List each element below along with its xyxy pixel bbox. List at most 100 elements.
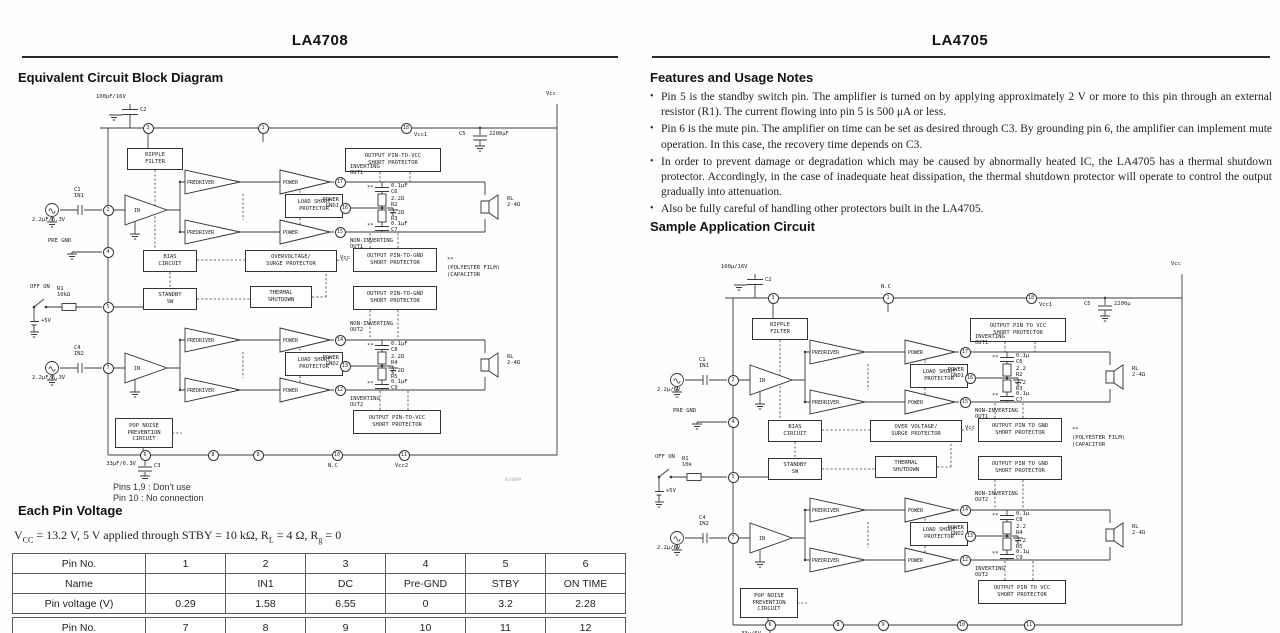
- r5-label: 2.2Ω R5: [391, 368, 405, 381]
- power-gnd2-label: POWER GND2: [947, 525, 964, 538]
- standby-sw-block: STANDBY SW: [768, 458, 822, 480]
- wires-svg-la4705: IN PREDRIVER PREDRIVER POWER POWER IN PR…: [655, 274, 1183, 633]
- pin-6: 6: [139, 449, 151, 461]
- vcc-label: Vcc: [1171, 261, 1181, 267]
- pin-13: 13: [339, 360, 351, 372]
- output-pin-to-gnd-protector-block-2: OUTPUT PIN-TO-GND SHORT PROTECTOR: [353, 286, 437, 310]
- thermal-shutdown-block: THERMAL SHUTDOWN: [250, 286, 312, 308]
- cell: 9: [305, 617, 386, 633]
- output-pin-to-gnd-protector-block-1: OUTPUT PIN TO GND SHORT PROTECTOR: [978, 418, 1062, 442]
- c4-in2-label: C4 IN2: [699, 515, 709, 528]
- bullet-text: Also be fully careful of handling other …: [661, 203, 984, 216]
- c5-label: C5: [1084, 301, 1091, 307]
- film-cap-marker-1: **: [367, 185, 374, 191]
- c1-in1-label: C1 IN1: [699, 357, 709, 370]
- pin-5: 5: [727, 471, 739, 483]
- c5-value-label: 2200μ: [1114, 301, 1131, 307]
- c6-label: 0.1μF C6: [391, 183, 408, 196]
- r5-label: 2.2 R5: [1016, 538, 1026, 551]
- bullet-text: In order to prevent damage or degradatio…: [661, 155, 1272, 199]
- pre-gnd-label: PRE GND: [673, 408, 697, 414]
- cell: 0: [385, 593, 466, 614]
- wires-svg-la4708: IN PREDRIVER PREDRIVER POWER POWER IN PR…: [30, 104, 558, 480]
- cell-pin-no-header: Pin No.: [12, 553, 146, 574]
- noninverting-out1-label: NON-INVERTING OUT1: [350, 238, 394, 251]
- speaker-load-label-1: RL 2-4Ω: [507, 196, 521, 209]
- cell: 12: [545, 617, 626, 633]
- bullet-icon: •: [650, 155, 654, 167]
- in-amp-label-1: IN: [759, 378, 765, 384]
- pre-gnd-label: PRE GND: [48, 238, 72, 244]
- pin-15: 15: [334, 226, 346, 238]
- power-label-1a: POWER: [908, 350, 924, 356]
- c8-label: 0.1μ C8: [1016, 511, 1030, 524]
- page-title-la4708: LA4708: [291, 32, 349, 49]
- pin-2: 2: [102, 204, 114, 216]
- bias-circuit-block: BIAS CIRCUIT: [768, 420, 822, 442]
- pin-11: 11: [1023, 619, 1035, 631]
- section-heading-sample-application: Sample Application Circuit: [650, 219, 815, 234]
- predriver-label-2b: PREDRIVER: [812, 558, 840, 564]
- bullet-icon: •: [650, 91, 654, 102]
- film-cap-marker-2: **: [367, 223, 374, 229]
- pin-8: 8: [832, 619, 844, 631]
- c4-in2-label: C4 IN2: [74, 345, 84, 358]
- r2-label: 2.2 R2: [1016, 366, 1026, 379]
- load-short-protector-block-2: LOAD SHORT PROTECTOR: [285, 352, 343, 376]
- features-bullet-list: •Pin 5 is the standby switch pin. The am…: [650, 90, 1272, 219]
- c7-label: 0.1μF C7: [391, 221, 408, 234]
- pin-14: 14: [959, 504, 971, 516]
- noninverting-out2-label: NON-INVERTING OUT2: [975, 491, 1019, 504]
- c3-value-label: 33μF/6.3V: [106, 461, 136, 467]
- table-row: Pin voltage (V) 0.29 1.58 6.55 0 3.2 2.2…: [12, 593, 626, 614]
- overvoltage-vcc-arrow-label: Vcc: [965, 425, 975, 431]
- r3-label: 2.2Ω R3: [391, 210, 405, 223]
- cell: 4: [385, 553, 466, 574]
- output-pin-to-gnd-protector-block-2: OUTPUT PIN TO GND SHORT PROTECTOR: [978, 456, 1062, 480]
- table-row: Pin No. 7 8 9 10 11 12: [12, 617, 626, 633]
- la4705-application-circuit: IN PREDRIVER PREDRIVER POWER POWER IN PR…: [655, 258, 1240, 633]
- predriver-label-1a: PREDRIVER: [812, 350, 840, 356]
- cell: STBY: [465, 573, 546, 594]
- table-row: Pin No. 1 2 3 4 5 6: [12, 553, 626, 574]
- cell: [145, 573, 226, 594]
- speaker-load-label-2: RL 2-4Ω: [1132, 524, 1146, 537]
- list-item: • In order to prevent damage or degradati…: [650, 155, 1272, 201]
- cell: 7: [145, 617, 226, 633]
- noninverting-out1-label: NON-INVERTING OUT1: [975, 408, 1019, 421]
- c1-in1-label: C1 IN1: [74, 187, 84, 200]
- speaker-load-label-1: RL 2-4Ω: [1132, 366, 1146, 379]
- section-heading-features: Features and Usage Notes: [650, 70, 814, 85]
- ripple-filter-block: RIPPLE FILTER: [127, 148, 183, 170]
- noninverting-out2-label: NON-INVERTING OUT2: [350, 321, 394, 334]
- output-pin-to-vcc-protector-block-bottom: OUTPUT PIN TO VCC SHORT PROTECTOR: [978, 580, 1066, 604]
- pin-17: 17: [959, 346, 971, 358]
- power-gnd2-label: POWER GND2: [322, 355, 339, 368]
- c1-value-label: 2.2μF/6.3V: [32, 217, 66, 223]
- cell: 6.55: [305, 593, 386, 614]
- bias-circuit-block: BIAS CIRCUIT: [143, 250, 197, 272]
- power-label-1b: POWER: [908, 400, 924, 406]
- cell-pin-no-header: Pin No.: [12, 617, 146, 633]
- pin-9: 9: [252, 449, 264, 461]
- pin-7: 7: [102, 362, 114, 374]
- inverting-out2-label: INVERTING OUT2: [350, 396, 380, 409]
- vcc1-label: Vcc1: [414, 132, 428, 138]
- vcc-label: Vcc: [546, 91, 556, 97]
- vcc2-label: Vcc2: [395, 463, 409, 469]
- cond-vcc-sub: CC: [22, 535, 34, 545]
- plus5v-label: +5V: [41, 318, 51, 324]
- c9-label: 0.1μF C9: [391, 379, 408, 392]
- predriver-label-1b: PREDRIVER: [812, 400, 840, 406]
- pin-16: 16: [339, 202, 351, 214]
- predriver-label-2b: PREDRIVER: [187, 388, 215, 394]
- off-on-label: OFF ON: [30, 284, 50, 290]
- cell: 2.28: [545, 593, 626, 614]
- predriver-label-2a: PREDRIVER: [812, 508, 840, 514]
- c2-value-label: 100μF/16V: [96, 94, 126, 100]
- c8-label: 0.1μF C8: [391, 341, 408, 354]
- power-label-2b: POWER: [908, 558, 924, 564]
- c6-label: 0.1μ C6: [1016, 353, 1030, 366]
- list-item: •Pin 6 is the mute pin. The amplifier on…: [650, 122, 1272, 152]
- pop-noise-prevention-block: POP NOISE PREVENTION CIRCUIT: [740, 588, 798, 618]
